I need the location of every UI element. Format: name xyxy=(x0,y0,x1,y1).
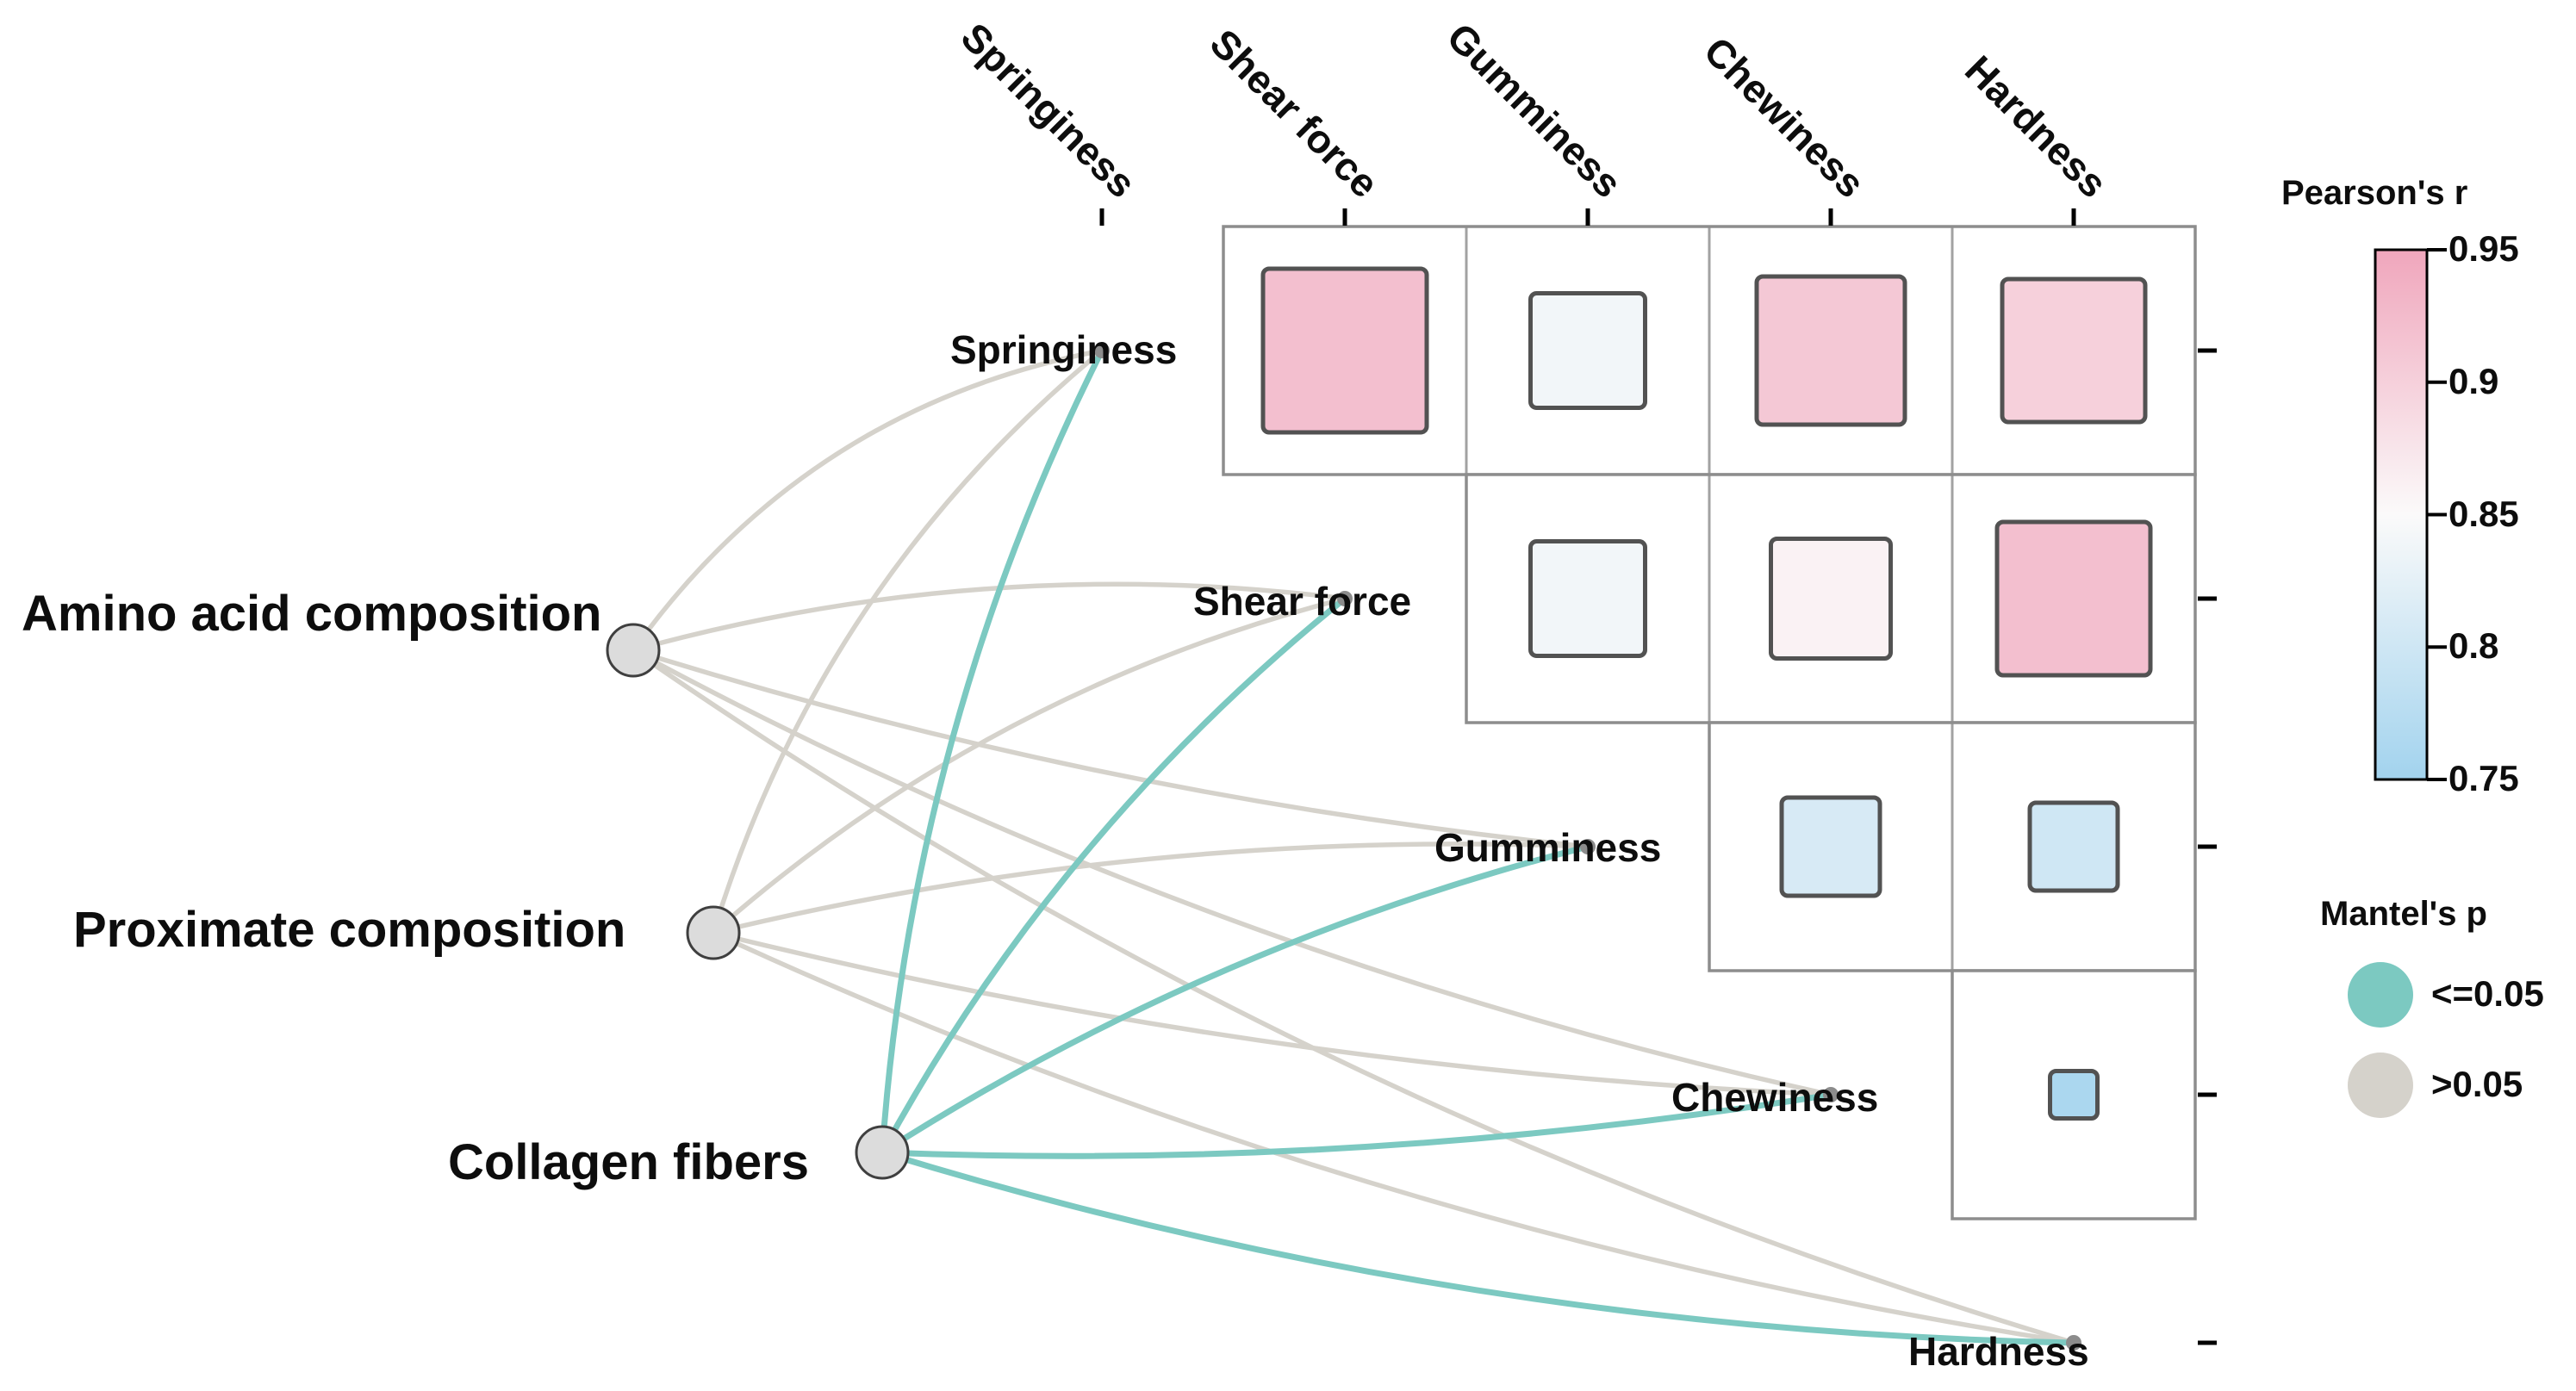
attribute-label-hardness: Hardness xyxy=(1908,1329,2089,1374)
mantel-legend-circle-significant xyxy=(2348,962,2413,1028)
mantel-edge-proximate-gumminess xyxy=(711,841,1590,935)
correlation-square-springiness-hardness xyxy=(2000,276,2148,425)
mantel-legend-label-nonsignificant: >0.05 xyxy=(2431,1064,2523,1104)
attribute-anchor-dot-springiness xyxy=(1094,343,1110,358)
legend-layer xyxy=(2348,248,2447,1118)
correlation-matrix-layer xyxy=(1099,208,2217,1345)
correlation-square-springiness-shear-force xyxy=(1260,266,1429,435)
correlation-square-chewiness-hardness xyxy=(2048,1069,2100,1121)
node-label-amino-acid-composition: Amino acid composition xyxy=(22,586,602,642)
mantel-edge-amino-hardness xyxy=(631,648,2076,1345)
colorbar-tick-label-0.75: 0.75 xyxy=(2448,758,2519,798)
attribute-label-chewiness: Chewiness xyxy=(1671,1075,1879,1120)
mantel-edge-amino-shear-force xyxy=(631,581,1347,653)
network-node-proximate xyxy=(686,905,741,960)
matrix-row-outline xyxy=(1951,969,2197,1220)
mantel-edge-proximate-hardness xyxy=(711,930,2076,1345)
attribute-label-springiness: Springiness xyxy=(950,327,1178,372)
mantel-edge-amino-springiness xyxy=(631,348,1104,653)
mantel-edge-collagen-springiness xyxy=(879,347,1105,1156)
mantel-edges-layer xyxy=(631,347,2077,1346)
attribute-label-shear-force: Shear force xyxy=(1193,579,1412,624)
attribute-anchor-dot-gumminess xyxy=(1580,839,1596,854)
node-label-proximate-composition: Proximate composition xyxy=(73,902,626,958)
mantel-edge-amino-gumminess xyxy=(631,648,1590,849)
mantel-legend-title: Mantel's p xyxy=(2320,895,2487,933)
network-nodes-layer xyxy=(606,343,2081,1351)
attribute-anchor-dot-hardness xyxy=(2066,1335,2081,1351)
correlation-square-shear-force-hardness xyxy=(1994,519,2153,678)
correlation-square-shear-force-gumminess xyxy=(1528,539,1647,658)
correlation-square-gumminess-hardness xyxy=(2027,800,2120,893)
pearson-colorbar xyxy=(2374,248,2429,781)
mantel-legend-label-significant: <=0.05 xyxy=(2431,973,2544,1014)
attribute-anchor-dot-shear-force xyxy=(1337,591,1353,606)
mantel-edge-proximate-springiness xyxy=(711,348,1104,935)
correlation-square-springiness-chewiness xyxy=(1754,274,1907,427)
colorbar-title: Pearson's r xyxy=(2281,174,2468,212)
mantel-edge-collagen-shear-force xyxy=(879,595,1348,1156)
attribute-anchor-dot-chewiness xyxy=(1823,1087,1839,1102)
mantel-edge-amino-chewiness xyxy=(631,648,1833,1097)
mantel-edge-collagen-chewiness xyxy=(879,1091,1834,1159)
correlation-square-shear-force-chewiness xyxy=(1769,537,1893,661)
colorbar-tick-label-0.95: 0.95 xyxy=(2448,228,2519,269)
node-label-collagen-fibers: Collagen fibers xyxy=(448,1134,809,1190)
mantel-edge-proximate-shear-force xyxy=(711,596,1347,935)
correlation-square-springiness-gumminess xyxy=(1528,291,1647,410)
mantel-edge-collagen-hardness xyxy=(879,1149,2077,1346)
colorbar-tick-label-0.8: 0.8 xyxy=(2448,625,2499,667)
attribute-label-gumminess: Gumminess xyxy=(1434,825,1662,870)
mantel-edge-proximate-chewiness xyxy=(711,930,1833,1097)
network-node-collagen xyxy=(855,1125,910,1180)
mantel-legend-circle-nonsignificant xyxy=(2348,1053,2413,1118)
colorbar-tick-label-0.9: 0.9 xyxy=(2448,360,2499,401)
correlation-square-gumminess-chewiness xyxy=(1779,795,1882,898)
network-node-amino xyxy=(606,623,661,678)
colorbar-tick-label-0.85: 0.85 xyxy=(2448,493,2519,534)
mantel-edge-collagen-gumminess xyxy=(879,843,1591,1156)
